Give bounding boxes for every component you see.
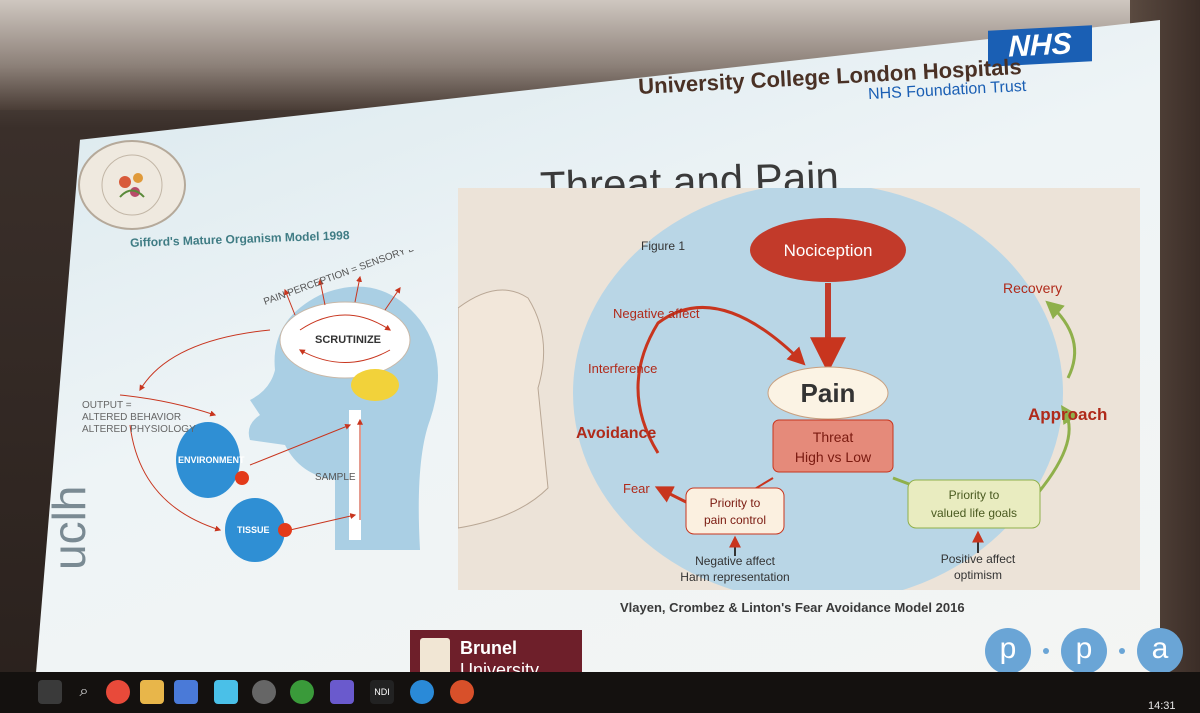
- environment-circle: [176, 422, 240, 498]
- fear-label: Fear: [623, 481, 650, 496]
- negative-harm-label: Negative affect: [695, 554, 775, 568]
- output-label-2: ALTERED BEHAVIOR: [82, 412, 181, 423]
- negative-affect-label: Negative affect: [613, 306, 700, 321]
- nociception-label: Nociception: [784, 241, 873, 260]
- priority-pain-label: Priority to: [710, 496, 761, 510]
- output-label-3: ALTERED PHYSIOLOGY: [82, 424, 196, 435]
- ppa-dot: [1119, 648, 1125, 654]
- search-icon[interactable]: ⌕: [79, 683, 89, 700]
- negative-harm-label-2: Harm representation: [680, 570, 789, 584]
- file-explorer-icon[interactable]: [140, 680, 164, 704]
- powerpoint-icon[interactable]: [450, 680, 474, 704]
- media-icon[interactable]: [252, 680, 276, 704]
- brunel-crest-icon: [420, 638, 450, 676]
- output-label: OUTPUT =: [82, 400, 132, 411]
- sample-label: SAMPLE: [315, 472, 356, 483]
- approach-label: Approach: [1028, 405, 1107, 424]
- xbox-icon[interactable]: [290, 680, 314, 704]
- taskbar: [0, 672, 1200, 713]
- priority-goals-box: [907, 479, 1041, 529]
- brunel-name: Brunel: [460, 638, 518, 658]
- ndi-icon[interactable]: NDI: [370, 680, 394, 704]
- windows-start-icon[interactable]: [38, 680, 62, 704]
- ppa-dot: [1043, 648, 1049, 654]
- threat-label-2: High vs Low: [795, 449, 872, 465]
- edge-icon[interactable]: [410, 680, 434, 704]
- taskbar-clock: 14:31: [1148, 700, 1176, 712]
- avoidance-label: Avoidance: [576, 425, 656, 442]
- uclh-brand: uclh: [43, 485, 95, 570]
- app-icon[interactable]: [174, 680, 198, 704]
- priority-pain-box: [685, 487, 785, 535]
- tissue-circle: [225, 498, 285, 562]
- priority-pain-label-2: pain control: [704, 513, 766, 527]
- threat-box: [772, 419, 894, 473]
- hospital-seal-icon: [78, 140, 186, 230]
- pain-node: [767, 366, 889, 420]
- store-icon[interactable]: [214, 680, 238, 704]
- model-credit: Vlayen, Crombez & Linton's Fear Avoidanc…: [620, 600, 965, 615]
- recovery-label: Recovery: [1003, 280, 1062, 296]
- tissue-label: TISSUE: [237, 525, 270, 535]
- brain: [279, 301, 411, 379]
- person-illustration: [458, 289, 549, 529]
- priority-goals-label: Priority to: [949, 488, 1000, 502]
- positive-optimism-label: Positive affect: [941, 552, 1016, 566]
- chrome-icon[interactable]: [106, 680, 130, 704]
- ppa-letter-3: a: [1137, 628, 1183, 674]
- scrutinize-label: SCRUTINIZE: [315, 334, 381, 346]
- cerebellum: [351, 369, 399, 401]
- pain-label: Pain: [801, 378, 856, 408]
- ppa-logo: p p a: [985, 628, 1183, 674]
- nociception-node: Nociception: [750, 218, 906, 282]
- positive-optimism-label-2: optimism: [954, 568, 1002, 582]
- environment-label: ENVIRONMENT: [178, 455, 245, 465]
- interference-label: Interference: [588, 361, 657, 376]
- mature-organism-diagram: PAIN PERCEPTION = SENSORY DIMENSION SCRU…: [82, 250, 460, 562]
- fear-avoidance-figure: Nociception Pain Threat High vs Low Nega…: [458, 188, 1140, 590]
- figure-number-label: Figure 1: [641, 239, 685, 253]
- teams-icon[interactable]: [330, 680, 354, 704]
- priority-goals-label-2: valued life goals: [931, 506, 1017, 520]
- ppa-letter-1: p: [985, 628, 1031, 674]
- threat-label: Threat: [813, 429, 854, 445]
- ppa-letter-2: p: [1061, 628, 1107, 674]
